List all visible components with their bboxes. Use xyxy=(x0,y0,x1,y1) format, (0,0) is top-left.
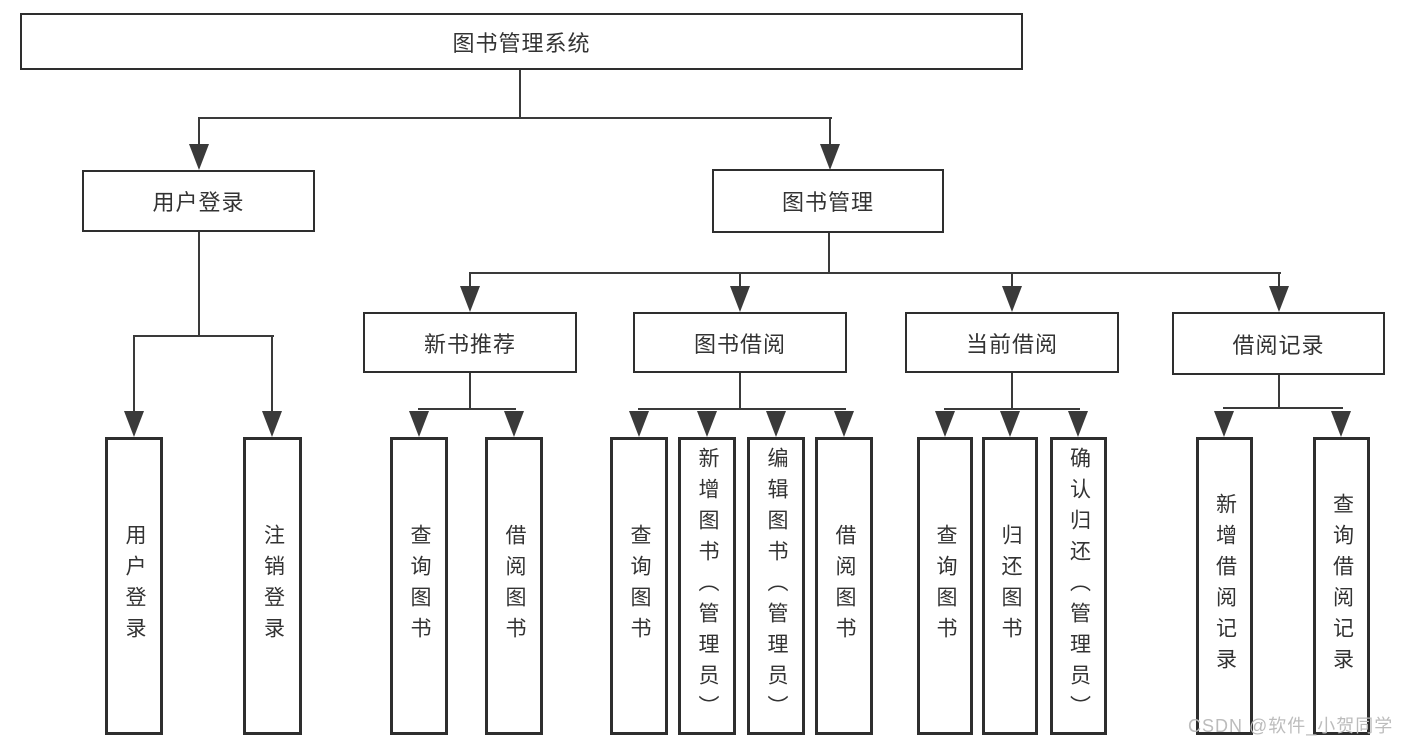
arrow-down-icon xyxy=(629,411,649,437)
leaf-label: 查询图书 xyxy=(408,524,431,648)
connector-line xyxy=(1011,373,1013,409)
connector-line xyxy=(1278,375,1280,409)
connector-line xyxy=(739,373,741,409)
arrow-down-icon xyxy=(1331,411,1351,437)
connector-line xyxy=(469,272,1281,274)
leaf-label: 注销登录 xyxy=(261,524,285,648)
node-current-borrow: 当前借阅 xyxy=(905,312,1119,373)
connector-line xyxy=(469,373,471,409)
connector-line xyxy=(198,232,200,337)
leaf-edit-books-admin: 编辑图书（管理员） xyxy=(747,437,805,735)
connector-line xyxy=(638,408,846,410)
node-new-book-recommend: 新书推荐 xyxy=(363,312,577,373)
leaf-borrow-books: 借阅图书 xyxy=(815,437,873,735)
leaf-label: 归还图书 xyxy=(999,524,1022,648)
leaf-label: 确认归还（管理员） xyxy=(1067,446,1091,726)
node-library-management-system: 图书管理系统 xyxy=(20,13,1023,70)
leaf-label: 借阅图书 xyxy=(833,524,856,648)
leaf-label: 编辑图书（管理员） xyxy=(765,446,788,726)
node-user-login: 用户登录 xyxy=(82,170,315,232)
arrow-down-icon xyxy=(1068,411,1088,437)
arrow-down-icon xyxy=(730,286,750,312)
node-label: 图书借阅 xyxy=(693,331,786,357)
node-label: 图书管理系统 xyxy=(452,30,591,56)
arrow-down-icon xyxy=(409,411,429,437)
connector-line xyxy=(1011,272,1013,288)
connector-line xyxy=(829,117,831,147)
arrow-down-icon xyxy=(460,286,480,312)
connector-line xyxy=(133,335,274,337)
arrow-down-icon xyxy=(124,411,144,437)
leaf-user-login: 用户登录 xyxy=(105,437,163,735)
connector-line xyxy=(469,272,471,288)
leaf-query-borrow-record: 查询借阅记录 xyxy=(1313,437,1370,735)
leaf-label: 借阅图书 xyxy=(503,524,526,648)
node-book-management: 图书管理 xyxy=(712,169,944,233)
connector-line xyxy=(828,233,830,274)
arrow-down-icon xyxy=(766,411,786,437)
node-label: 借阅记录 xyxy=(1232,332,1325,358)
leaf-label: 查询借阅记录 xyxy=(1330,493,1354,679)
connector-line xyxy=(271,335,273,415)
arrow-down-icon xyxy=(1214,411,1234,437)
leaf-label: 新增图书（管理员） xyxy=(696,446,719,726)
connector-line xyxy=(1223,407,1343,409)
node-borrow-records: 借阅记录 xyxy=(1172,312,1385,375)
leaf-return-books: 归还图书 xyxy=(982,437,1038,735)
connector-line xyxy=(944,408,1080,410)
connector-line xyxy=(133,335,135,415)
arrow-down-icon xyxy=(262,411,282,437)
node-label: 用户登录 xyxy=(152,190,245,215)
connector-line xyxy=(418,408,516,410)
node-label: 当前借阅 xyxy=(965,331,1058,357)
arrow-down-icon xyxy=(1000,411,1020,437)
leaf-confirm-return-admin: 确认归还（管理员） xyxy=(1050,437,1107,735)
leaf-label: 查询图书 xyxy=(934,524,957,648)
connector-line xyxy=(198,117,200,147)
arrow-down-icon xyxy=(189,144,209,170)
arrow-down-icon xyxy=(935,411,955,437)
leaf-add-books-admin: 新增图书（管理员） xyxy=(678,437,736,735)
leaf-query-books-current: 查询图书 xyxy=(917,437,973,735)
leaf-logout: 注销登录 xyxy=(243,437,302,735)
leaf-query-books-recommend: 查询图书 xyxy=(390,437,448,735)
arrow-down-icon xyxy=(820,144,840,170)
arrow-down-icon xyxy=(504,411,524,437)
node-label: 图书管理 xyxy=(781,190,874,215)
arrow-down-icon xyxy=(834,411,854,437)
connector-line xyxy=(198,117,832,119)
connector-line xyxy=(739,272,741,288)
node-book-borrow: 图书借阅 xyxy=(633,312,847,373)
leaf-label: 查询图书 xyxy=(628,524,651,648)
leaf-query-books-borrow: 查询图书 xyxy=(610,437,668,735)
connector-line xyxy=(519,70,521,118)
leaf-label: 新增借阅记录 xyxy=(1213,493,1237,679)
leaf-label: 用户登录 xyxy=(123,524,146,648)
leaf-add-borrow-record: 新增借阅记录 xyxy=(1196,437,1253,735)
arrow-down-icon xyxy=(1269,286,1289,312)
connector-line xyxy=(1278,272,1280,288)
arrow-down-icon xyxy=(1002,286,1022,312)
csdn-watermark: CSDN @软件_小贺同学 xyxy=(1188,716,1394,736)
node-label: 新书推荐 xyxy=(423,331,516,357)
arrow-down-icon xyxy=(697,411,717,437)
leaf-borrow-books-recommend: 借阅图书 xyxy=(485,437,543,735)
